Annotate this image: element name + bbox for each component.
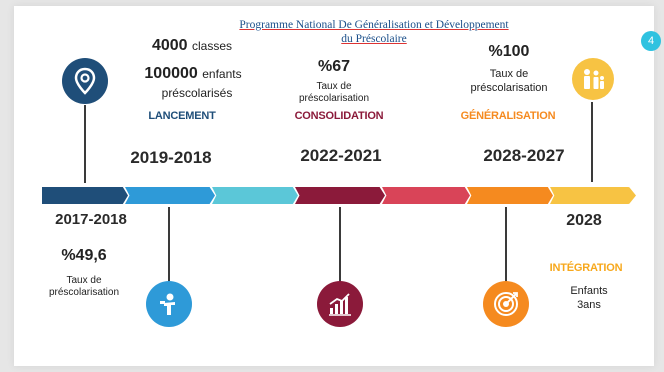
connector-consolidation bbox=[339, 207, 341, 283]
consolidation-rate: %67 bbox=[317, 58, 351, 75]
timeline-segment-6 bbox=[467, 187, 553, 204]
baseline-rate: %49,6 bbox=[61, 247, 107, 264]
slide: Programme National De Généralisation et … bbox=[14, 6, 661, 366]
integration-label-2: 3ans bbox=[577, 299, 601, 311]
baseline-rate-label-1: Taux de bbox=[66, 275, 102, 286]
target-icon bbox=[483, 281, 529, 327]
consolidation-rate-label-1: Taux de bbox=[316, 81, 352, 92]
title-line-1: Programme National De Généralisation et … bbox=[239, 19, 509, 31]
connector-generalisation-top bbox=[591, 102, 593, 182]
generalisation-rate: %100 bbox=[488, 43, 530, 60]
classes-unit: classes bbox=[192, 39, 233, 53]
classes-count: 4000 bbox=[151, 37, 188, 54]
children-count: 100000 bbox=[144, 65, 198, 82]
timeline-segment-1 bbox=[42, 187, 128, 204]
location-pin-icon bbox=[62, 58, 108, 104]
generalisation-rate-label: Taux de préscolarisation bbox=[454, 67, 564, 95]
timeline-segment-7 bbox=[550, 187, 636, 204]
page-number-badge: 4 bbox=[641, 31, 661, 51]
children-unit: enfants bbox=[202, 67, 242, 81]
phase-lancement: LANCEMENT bbox=[148, 110, 216, 122]
consolidation-rate-label-2: préscolarisation bbox=[298, 93, 370, 104]
family-icon bbox=[572, 58, 614, 100]
timeline-segment-3 bbox=[212, 187, 298, 204]
timeline-segment-4 bbox=[295, 187, 385, 204]
children-label: préscolarisés bbox=[161, 86, 233, 100]
generalisation-rate-label-2: préscolarisation bbox=[470, 82, 548, 94]
period-baseline: 2017-2018 bbox=[55, 211, 127, 228]
baseline-rate-label-2: préscolarisation bbox=[48, 287, 120, 298]
period-consolidation: 2022-2021 bbox=[300, 146, 382, 165]
phase-integration: INTÉGRATION bbox=[549, 262, 623, 274]
integration-label-1: Enfants bbox=[570, 285, 608, 297]
timeline-segment-5 bbox=[382, 187, 470, 204]
timeline-segment-2 bbox=[125, 187, 215, 204]
baseline-rate-label: Taux de préscolarisation bbox=[34, 275, 134, 299]
worker-icon bbox=[146, 281, 192, 327]
connector-baseline bbox=[168, 207, 170, 283]
bar-chart-icon bbox=[317, 281, 363, 327]
classes-stat: 4000 classes bbox=[132, 37, 252, 55]
connector-generalisation bbox=[505, 207, 507, 283]
generalisation-rate-label-1: Taux de bbox=[489, 68, 529, 80]
phase-consolidation: CONSOLIDATION bbox=[294, 110, 384, 122]
integration-year: 2028 bbox=[566, 212, 602, 229]
consolidation-rate-label: Taux de préscolarisation bbox=[284, 81, 384, 105]
slide-title: Programme National De Généralisation et … bbox=[214, 18, 534, 46]
phase-generalisation: GÉNÉRALISATION bbox=[460, 110, 556, 122]
period-generalisation: 2028-2027 bbox=[483, 146, 565, 165]
connector-lancement bbox=[84, 105, 86, 183]
title-line-2: du Préscolaire bbox=[341, 33, 407, 45]
integration-label: Enfants 3ans bbox=[554, 284, 624, 312]
period-lancement: 2019-2018 bbox=[130, 148, 212, 167]
children-stat: 100000 enfants bbox=[118, 65, 268, 83]
